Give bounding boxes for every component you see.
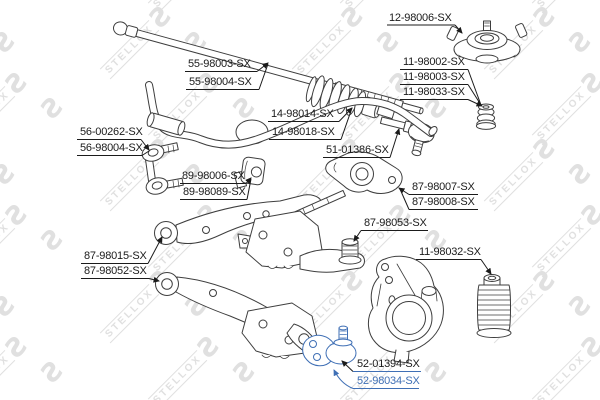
ball-joint-drawing[interactable] — [302, 325, 357, 367]
highlight-leader-lines — [333, 369, 421, 389]
shock-absorber-boot-drawing — [476, 274, 512, 338]
part-label-87-98007-sx[interactable]: 87-98007-SX — [412, 181, 475, 193]
label-leader-lines — [77, 24, 492, 372]
part-label-87-98008-sx[interactable]: 87-98008-SX — [412, 196, 475, 208]
steering-knuckle-drawing — [368, 255, 444, 364]
tie-rod-end-drawing — [379, 116, 435, 157]
upper-control-arm-drawing — [154, 189, 365, 273]
part-label-12-98006-sx[interactable]: 12-98006-SX — [389, 12, 452, 24]
bump-stop-drawing — [475, 103, 497, 130]
part-label-11-98033-sx[interactable]: 11-98033-SX — [403, 86, 465, 98]
part-label-87-98053-sx[interactable]: 87-98053-SX — [364, 217, 427, 229]
stabilizer-bar-drawing — [145, 81, 438, 149]
part-label-14-98014-sx[interactable]: 14-98014-SX — [271, 108, 334, 120]
strut-mount-drawing — [446, 20, 528, 64]
stabilizer-link-drawing — [141, 142, 184, 195]
part-label-14-98018-sx[interactable]: 14-98018-SX — [272, 126, 335, 138]
part-label-56-98004-sx[interactable]: 56-98004-SX — [80, 142, 143, 154]
part-label-51-01386-sx[interactable]: 51-01386-SX — [326, 144, 389, 156]
part-label-87-98015-sx[interactable]: 87-98015-SX — [84, 250, 147, 262]
part-label-52-98034-sx-highlighted[interactable]: 52-98034-SX — [357, 375, 420, 387]
part-label-56-00262-sx[interactable]: 56-00262-SX — [80, 126, 143, 138]
part-label-52-01394-sx[interactable]: 52-01394-SX — [357, 358, 420, 370]
part-label-89-98006-sx[interactable]: 89-98006-SX — [182, 170, 245, 182]
part-label-87-98052-sx[interactable]: 87-98052-SX — [84, 265, 147, 277]
part-label-11-98003-sx[interactable]: 11-98003-SX — [403, 71, 465, 83]
mounting-bracket-arm-drawing — [325, 151, 403, 194]
part-label-11-98032-sx[interactable]: 11-98032-SX — [419, 246, 481, 258]
part-label-55-98004-sx[interactable]: 55-98004-SX — [189, 76, 252, 88]
part-label-89-98089-sx[interactable]: 89-98089-SX — [183, 186, 246, 198]
part-label-55-98003-sx[interactable]: 55-98003-SX — [188, 58, 251, 70]
part-label-11-98002-sx[interactable]: 11-98002-SX — [403, 56, 465, 68]
lower-control-arm-drawing — [155, 272, 319, 359]
